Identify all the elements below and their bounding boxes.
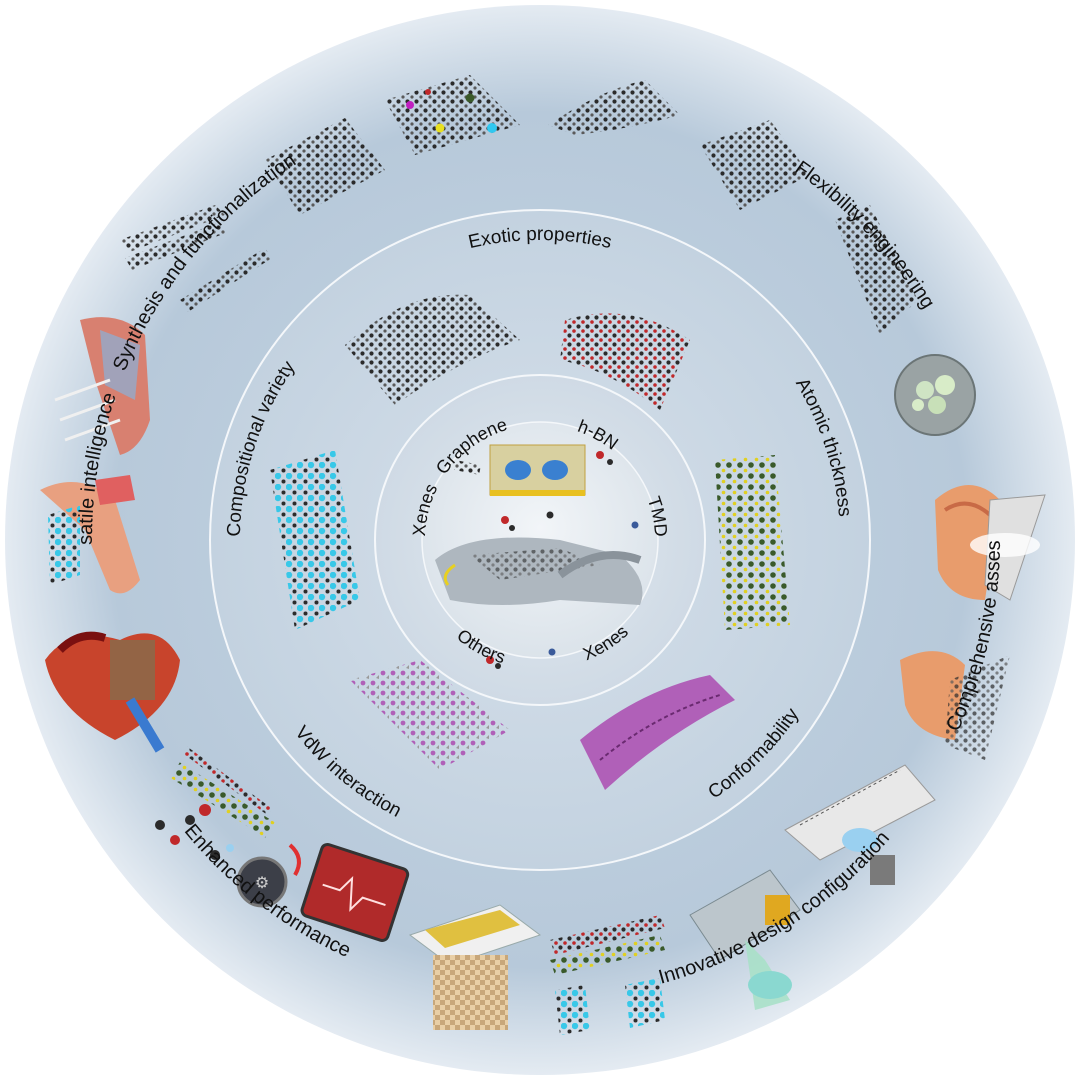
curved-lattice-icon <box>548 80 918 335</box>
laser-printing-icon <box>784 764 936 885</box>
lattice-icon <box>265 118 385 215</box>
mesh-patch-icon <box>408 904 542 1030</box>
leg-icon <box>54 317 150 455</box>
arm-icon <box>40 475 140 594</box>
device-stack-icon <box>689 869 801 1010</box>
defect-lattice-icon <box>385 75 520 155</box>
chip-icon: ⚙ <box>236 843 301 908</box>
device-stack-icon <box>454 444 586 496</box>
lattice-icon <box>270 450 790 630</box>
robot-hand-icon <box>435 537 643 605</box>
molecule-icon <box>486 451 639 669</box>
curved-lattice-icon <box>350 660 735 790</box>
vdw-stack-icon <box>550 915 665 1035</box>
heart-icon <box>45 631 180 753</box>
svg-text:⚙: ⚙ <box>255 875 269 892</box>
tissue-sphere-icon <box>894 354 976 436</box>
skin-sensor-icon <box>900 485 1046 760</box>
phone-ecg-icon <box>300 842 410 942</box>
curved-lattice-icon <box>345 294 690 410</box>
layered-sheets-icon <box>120 205 272 312</box>
molecule-icon <box>155 746 275 860</box>
